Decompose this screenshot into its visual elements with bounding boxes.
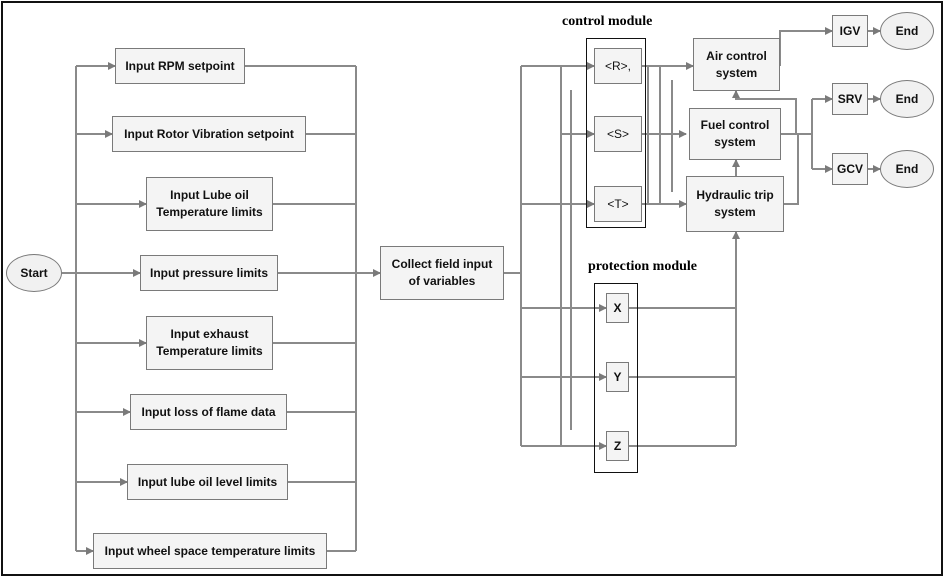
gcv-box: GCV	[832, 153, 868, 185]
input-lube-oil-temp-box: Input Lube oil Temperature limits	[146, 177, 273, 231]
igv-box: IGV	[832, 15, 868, 47]
air-control-system-box: Air control system	[693, 38, 780, 91]
input-lube-oil-level-box: Input lube oil level limits	[127, 464, 288, 500]
input-rpm-setpoint-box: Input RPM setpoint	[115, 48, 245, 84]
protection-item-x: X	[606, 293, 629, 323]
fuel-control-system-box: Fuel control system	[689, 108, 781, 160]
end-node-igv: End	[880, 12, 934, 50]
control-item-s: <S>	[594, 116, 642, 152]
end-node-gcv: End	[880, 150, 934, 188]
input-rotor-vibration-box: Input Rotor Vibration setpoint	[112, 116, 306, 152]
collect-field-input-box: Collect field input of variables	[380, 246, 504, 300]
protection-module-title: protection module	[588, 259, 698, 274]
control-module-title: control module	[562, 14, 653, 29]
input-pressure-limits-box: Input pressure limits	[140, 255, 278, 291]
control-item-r: <R>,	[594, 48, 642, 84]
protection-item-y: Y	[606, 362, 629, 392]
protection-module-frame	[594, 283, 638, 473]
input-wheel-space-temp-box: Input wheel space temperature limits	[93, 533, 327, 569]
srv-box: SRV	[832, 83, 868, 115]
input-exhaust-temp-box: Input exhaust Temperature limits	[146, 316, 273, 370]
protection-item-z: Z	[606, 431, 629, 461]
control-item-t: <T>	[594, 186, 642, 222]
start-node: Start	[6, 254, 62, 292]
input-loss-of-flame-box: Input loss of flame data	[130, 394, 287, 430]
hydraulic-trip-system-box: Hydraulic trip system	[686, 176, 784, 232]
control-module-frame	[586, 38, 646, 228]
end-node-srv: End	[880, 80, 934, 118]
